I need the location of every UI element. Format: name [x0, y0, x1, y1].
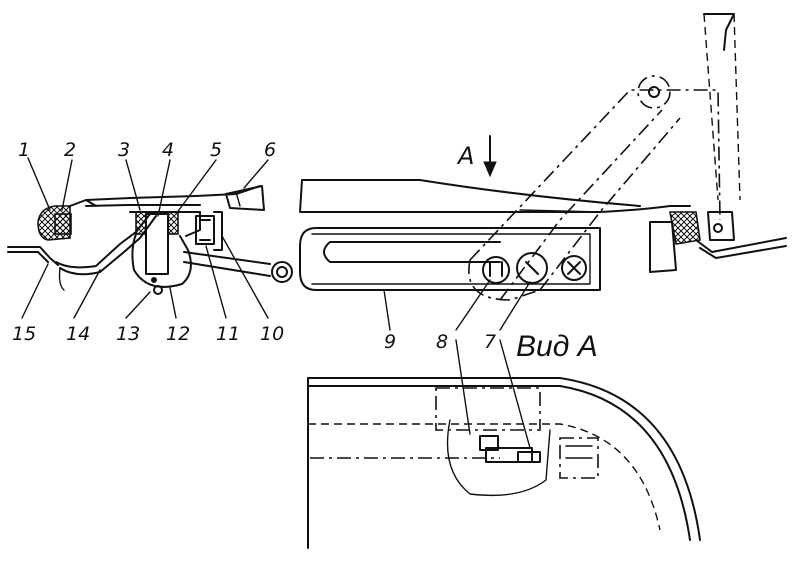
slot-plate-9	[299, 227, 601, 291]
label-13: 13	[116, 323, 140, 345]
label-6: 6	[264, 139, 276, 161]
label-12: 12	[166, 323, 190, 345]
label-5: 5	[210, 139, 222, 161]
bolt-11	[195, 215, 215, 245]
view-a	[307, 377, 701, 549]
hinge-block-4	[145, 213, 169, 275]
label-1: 1	[18, 139, 30, 161]
label-2: 2	[64, 139, 76, 161]
label-3: 3	[118, 139, 130, 161]
label-15: 15	[12, 323, 36, 345]
label-8: 8	[436, 331, 448, 353]
tube-6	[271, 261, 293, 283]
label-10: 10	[260, 323, 284, 345]
label-11: 11	[216, 323, 240, 345]
view-caption: Вид А	[516, 330, 598, 363]
main-view	[299, 13, 787, 449]
view-arrow-label: A	[456, 142, 474, 170]
pin-13	[153, 285, 163, 295]
roller-8	[482, 256, 510, 284]
section-view	[7, 157, 293, 319]
label-7: 7	[484, 331, 496, 353]
label-14: 14	[66, 323, 90, 345]
roller-7	[516, 252, 548, 284]
label-9: 9	[384, 331, 396, 353]
label-4: 4	[162, 139, 174, 161]
